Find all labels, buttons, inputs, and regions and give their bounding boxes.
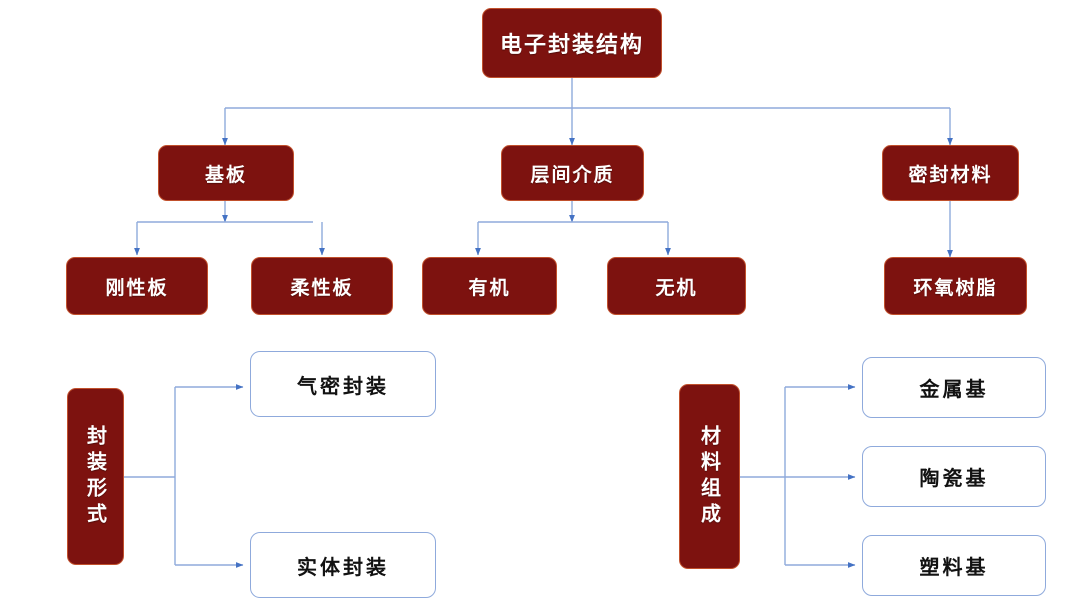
box-jinshuji[interactable]: 金属基 xyxy=(862,357,1046,418)
box-taociji[interactable]: 陶瓷基 xyxy=(862,446,1046,507)
node-cailiaozucheng[interactable]: 材料组成 xyxy=(679,384,740,569)
node-mifengcailiao[interactable]: 密封材料 xyxy=(882,145,1019,201)
node-youji[interactable]: 有机 xyxy=(422,257,557,315)
box-suliaoji[interactable]: 塑料基 xyxy=(862,535,1046,596)
node-wuji[interactable]: 无机 xyxy=(607,257,746,315)
node-rouxingban[interactable]: 柔性板 xyxy=(251,257,393,315)
node-fengzhuangxingshi[interactable]: 封装形式 xyxy=(67,388,124,565)
node-huanyangshuzhi[interactable]: 环氧树脂 xyxy=(884,257,1027,315)
box-shitifengzhuang[interactable]: 实体封装 xyxy=(250,532,436,598)
node-cengjianjiezhi[interactable]: 层间介质 xyxy=(501,145,644,201)
node-gangxingban[interactable]: 刚性板 xyxy=(66,257,208,315)
node-jiban[interactable]: 基板 xyxy=(158,145,294,201)
node-root[interactable]: 电子封装结构 xyxy=(482,8,662,78)
box-qimifengzhuang[interactable]: 气密封装 xyxy=(250,351,436,417)
